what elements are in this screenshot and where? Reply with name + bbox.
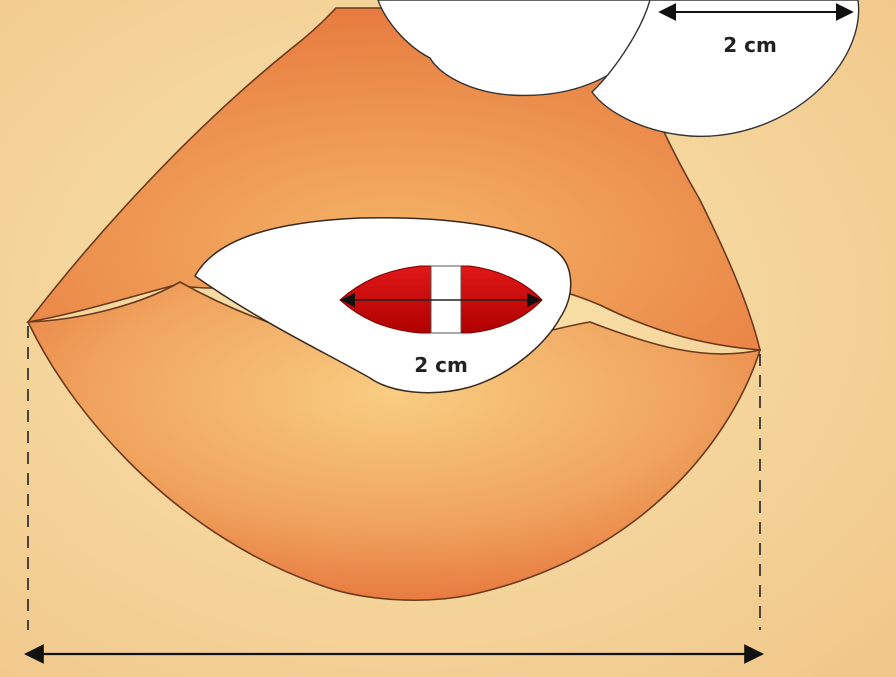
top-measure-label: 2 cm xyxy=(723,33,777,57)
mouth-measure-label: 2 cm xyxy=(414,353,468,377)
